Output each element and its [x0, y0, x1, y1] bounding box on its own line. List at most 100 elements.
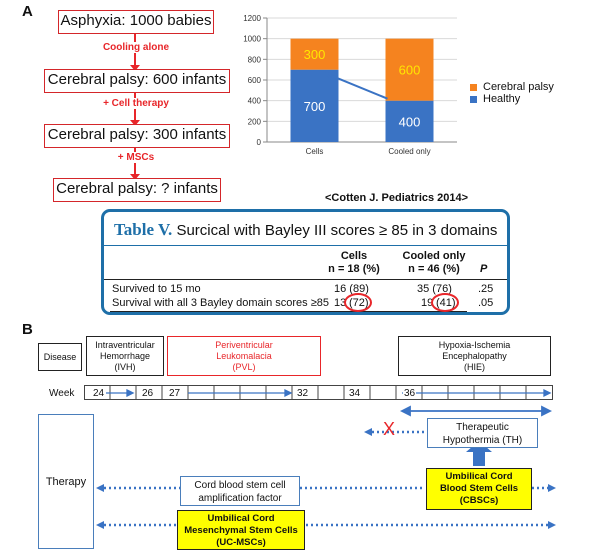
- flow-label-mscs: + MSCs: [86, 152, 186, 163]
- ucmsc-line-1: Umbilical Cord: [207, 513, 275, 524]
- row2-cooled-n: 19: [421, 297, 434, 309]
- highlight-circle-cells: [344, 293, 372, 312]
- table-rule-top: [104, 245, 507, 246]
- col-header-cells-name: Cells: [340, 250, 368, 262]
- week-timeline: [84, 385, 553, 400]
- ivh-line-2: Hemorrhage: [99, 351, 151, 361]
- week-26: 26: [141, 388, 155, 399]
- msc-line-left-head: [96, 521, 104, 529]
- cord-line-right-head: [548, 484, 556, 492]
- table-rule-mid: [104, 279, 507, 280]
- annotation-arrow-head: [324, 72, 335, 81]
- bar-cells-cerebral-palsy: [290, 38, 339, 70]
- week-27: 27: [168, 388, 182, 399]
- cord-line-left-head: [96, 484, 104, 492]
- x-mark: X: [383, 419, 396, 439]
- chart-labels: 700 300 400 600: [304, 47, 421, 129]
- flow-label-cell-therapy: + Cell therapy: [86, 98, 186, 109]
- cbsc-box: Umbilical Cord Blood Stem Cells (CBSCs): [426, 468, 532, 510]
- xtick-label-cells: Cells: [306, 147, 324, 156]
- table-title: Table V. Surcical with Bayley III scores…: [114, 220, 497, 240]
- th-range-arrow-left-head: [399, 405, 411, 417]
- legend-label-cerebral-palsy: Cerebral palsy: [483, 81, 554, 93]
- disease-label-box: Disease: [38, 343, 82, 371]
- cord-factor-line-1: Cord blood stem cell: [194, 480, 286, 491]
- bar-cooled-only-cerebral-palsy: [385, 38, 434, 101]
- row2-label: Survival with all 3 Bayley domain scores…: [112, 297, 329, 309]
- cord-factor-line-2: amplification factor: [198, 493, 282, 504]
- ytick-label-1200: 1200: [243, 14, 261, 23]
- table-title-prefix: Table V.: [114, 220, 173, 239]
- week-24: 24: [92, 388, 106, 399]
- hie-line-2: Encephalopathy: [442, 351, 507, 361]
- hie-line-1: Hypoxia-Ischemia: [438, 340, 511, 350]
- table-title-text: Surcical with Bayley III scores ≥ 85 in …: [176, 222, 498, 239]
- week-label: Week: [49, 388, 75, 399]
- col-header-cells: Cells n = 18 (%): [319, 250, 389, 276]
- legend-swatch-healthy: [470, 95, 477, 103]
- row2-cells-n: 13: [334, 297, 347, 309]
- row1-cells: 16 (89): [334, 283, 369, 295]
- pvl-line-3: (PVL): [232, 362, 256, 372]
- flow-box-cp-300: Cerebral palsy: 300 infants: [44, 124, 230, 148]
- row1-cooled: 35 (76): [417, 283, 452, 295]
- flow-box-asphyxia: Asphyxia: 1000 babies: [58, 10, 214, 34]
- week-arrow-pvl-head: [284, 388, 293, 398]
- flow-box-cp-unknown: Cerebral palsy: ? infants: [53, 178, 221, 202]
- ytick-label-600: 600: [248, 76, 262, 85]
- pvl-line-2: Leukomalacia: [216, 351, 272, 361]
- ucmsc-line-2: Mesenchymal Stem Cells: [184, 525, 298, 536]
- cord-factor-box: Cord blood stem cell amplification facto…: [180, 476, 300, 506]
- ytick-label-200: 200: [248, 117, 262, 126]
- table-v: Table V. Surcical with Bayley III scores…: [101, 209, 510, 315]
- ytick-label-1000: 1000: [243, 35, 261, 44]
- msc-line-right-head: [548, 521, 556, 529]
- week-arrow-hie-head: [543, 388, 552, 398]
- panel-b-letter: B: [22, 321, 33, 338]
- ivh-box: Intraventricular Hemorrhage (IVH): [86, 336, 164, 376]
- legend-item-healthy: Healthy: [470, 93, 554, 105]
- bar-cells-healthy: [290, 69, 339, 142]
- row2-p: .05: [478, 297, 494, 309]
- ivh-line-3: (IVH): [114, 362, 136, 372]
- ytick-label-400: 400: [248, 97, 262, 106]
- data-label-cells-cerebral-palsy: 300: [304, 47, 326, 62]
- panel-a-letter: A: [22, 3, 33, 20]
- ucmsc-line-3: (UC-MSCs): [216, 537, 266, 548]
- row1-label: Survived to 15 mo: [112, 283, 201, 295]
- ytick-label-0: 0: [257, 138, 262, 147]
- col-header-p: P: [480, 263, 488, 275]
- week-arrow-ivh-head: [126, 388, 135, 398]
- col-header-cells-n: n = 18 (%): [328, 263, 380, 275]
- th-left-dotted-arrow-head: [364, 428, 372, 436]
- flow-box-cp-600: Cerebral palsy: 600 infants: [44, 69, 230, 93]
- chart-annotation: [324, 72, 388, 100]
- flow-label-cooling: Cooling alone: [86, 42, 186, 53]
- cbsc-line-2: Blood Stem Cells: [439, 483, 519, 494]
- col-header-cooled-name: Cooled only: [402, 250, 466, 262]
- cbsc-line-1: Umbilical Cord: [445, 471, 513, 482]
- hie-line-3: (HIE): [464, 362, 485, 372]
- th-line-2: Hypothermia (TH): [442, 435, 523, 446]
- data-label-cooled-only-healthy: 400: [399, 114, 421, 129]
- hie-box: Hypoxia-Ischemia Encephalopathy (HIE): [398, 336, 551, 376]
- pvl-line-1: Periventricular: [215, 340, 273, 350]
- row1-p: .25: [478, 283, 494, 295]
- legend-label-healthy: Healthy: [483, 93, 521, 105]
- legend-swatch-cerebral-palsy: [470, 83, 477, 91]
- data-label-cooled-only-cerebral-palsy: 600: [399, 63, 421, 78]
- xtick-label-cooled-only: Cooled only: [388, 147, 430, 156]
- table-rule-bottom: [110, 311, 467, 312]
- ytick-label-800: 800: [248, 55, 262, 64]
- chart-legend: Cerebral palsy Healthy: [470, 81, 554, 105]
- week-34: 34: [348, 388, 362, 399]
- data-label-cells-healthy: 700: [304, 99, 326, 114]
- col-header-cooled: Cooled only n = 46 (%): [397, 250, 471, 276]
- th-range-arrow-right-head: [541, 405, 553, 417]
- th-box: Therapeutic Hypothermia (TH): [427, 418, 538, 448]
- ivh-line-1: Intraventricular: [95, 340, 155, 350]
- annotation-arrow-line: [326, 72, 388, 100]
- cbsc-line-3: (CBSCs): [459, 495, 499, 506]
- pvl-box: Periventricular Leukomalacia (PVL): [167, 336, 321, 376]
